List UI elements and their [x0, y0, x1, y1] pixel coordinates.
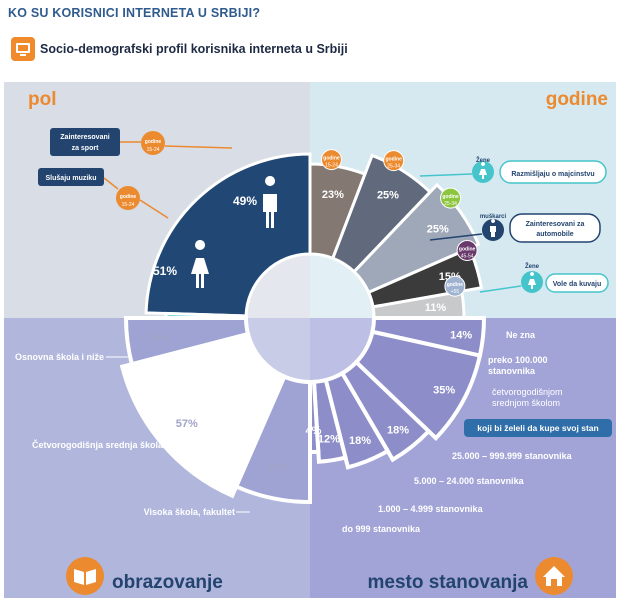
mesto-value-4: 12% [318, 434, 340, 446]
majcinstvo-callout [499, 160, 607, 184]
muziku-badge-range: 15-24 [122, 202, 135, 208]
muziku-badge-word: godine [120, 194, 137, 200]
sport-callout-line1: Zainteresovani [60, 134, 109, 141]
mesto-label-3: 5.000 – 24.000 stanovnika [414, 476, 525, 486]
sport-leader-b [164, 145, 233, 149]
godine-badge-4 [444, 275, 466, 297]
obrazovanje-slice-1 [119, 331, 287, 499]
sport-callout [50, 128, 120, 156]
obrazovanje-value-0: 16% [148, 332, 170, 344]
zene-label-1: Žene [476, 156, 491, 164]
mesto-label-4: 1.000 – 4.999 stanovnika [378, 504, 484, 514]
mesto-label-0: Ne zna [506, 330, 536, 340]
obrazovanje-value-1: 57% [176, 418, 198, 430]
male-figure-icon [263, 176, 277, 228]
sport-callout-line2: za sport [72, 145, 100, 152]
mesto-label-1a: preko 100.000 [488, 355, 548, 365]
person-icon-zene-1 [479, 162, 487, 179]
godine-badge-word-2: godine [442, 194, 459, 200]
pol-title: pol [28, 89, 57, 110]
majcinstvo-leader [419, 173, 473, 177]
majcinstvo-callout-text: Razmišljaju o majcinstvu [511, 171, 594, 178]
female-figure-icon [191, 240, 209, 288]
mesto-value-3: 18% [349, 435, 371, 447]
house-icon-shape [543, 566, 565, 586]
kuvaju-callout-text: Vole da kuvaju [553, 281, 602, 288]
godine-badge-0 [320, 149, 342, 171]
mesto-value-5: 4% [306, 425, 322, 437]
godine-badge-range-0: 15-24 [325, 163, 338, 169]
automobile-callout-line1: Zainteresovani za [526, 221, 585, 228]
godine-badge-word-4: godine [447, 282, 464, 288]
mesto-label-1b: stanovnika [488, 366, 536, 376]
godine-badge-range-1: 25-34 [387, 164, 400, 170]
godine-title: godine [546, 89, 608, 110]
kuvaju-callout [545, 273, 609, 293]
muskarci-label: muškarci [480, 214, 507, 220]
godine-badge-range-4: +55 [451, 289, 460, 295]
sport-badge-word: godine [145, 139, 162, 145]
obrazovanje-value-2: 26% [268, 462, 290, 474]
person-icon-zene-2 [528, 272, 536, 289]
pol-label-male: 49% [233, 194, 257, 208]
book-icon [66, 557, 104, 595]
godine-badge-range-2: 25-34 [444, 201, 457, 207]
obrazovanje-slice-0 [123, 316, 251, 367]
mesto-label-2: 25.000 – 999.999 stanovnika [452, 451, 573, 461]
automobile-leader [429, 233, 483, 241]
muziku-callout-text: Slušaju muziku [46, 175, 97, 182]
godine-value-4: 11% [425, 302, 447, 314]
muziku-leader-b [139, 199, 169, 219]
godine-value-2: 25% [427, 224, 449, 236]
page-subtitle: Socio-demografski profil korisnika inter… [40, 42, 348, 56]
mesto-slice-1 [353, 329, 483, 441]
stan-callout [464, 419, 612, 437]
kuvaju-leader [479, 285, 522, 293]
godine-badge-range-3: 45-54 [461, 253, 474, 259]
obrazovanje-slice-2 [233, 373, 312, 505]
house-icon-door [551, 579, 557, 586]
zene-label-2: Žene [525, 262, 540, 270]
godine-badge-2 [440, 187, 462, 209]
page-title: KO SU KORISNICI INTERNETA U SRBIJI? [8, 6, 261, 20]
mesto-note-b: srednjom školom [492, 398, 560, 408]
godine-badge-word-3: godine [459, 246, 476, 252]
godine-badge-3 [456, 239, 478, 261]
automobile-callout-line2: automobile [536, 231, 573, 238]
mesto-value-0: 14% [450, 330, 472, 342]
mesto-value-1: 35% [433, 385, 455, 397]
mesto-label-5: do 999 stanovnika [342, 524, 421, 534]
monitor-icon [11, 37, 35, 61]
mesto-value-2: 18% [387, 424, 409, 436]
obrazovanje-label-1: Četvorogodišnja srednja škola [32, 439, 164, 450]
godine-badge-word-0: godine [323, 156, 340, 162]
godine-value-0: 23% [322, 189, 344, 201]
mesto-title: mesto stanovanja [368, 572, 529, 593]
mesto-slice-5 [308, 379, 321, 455]
obrazovanje-title: obrazovanje [112, 572, 223, 593]
muziku-callout [38, 168, 104, 186]
center-hole [246, 254, 374, 382]
book-icon-pages [74, 569, 96, 585]
stan-callout-text: koji bi želeli da kupe svoj stan [477, 423, 598, 433]
muziku-leader-a [103, 177, 119, 190]
sport-badge-range: 15-24 [147, 147, 160, 153]
obrazovanje-label-2: Visoka škola, fakultet [144, 507, 235, 517]
pol-label-female: 51% [153, 264, 177, 278]
muziku-badge [116, 186, 140, 210]
person-icon-muskarci [490, 219, 496, 237]
mesto-note-a: četvorogodišnjom [492, 387, 563, 397]
godine-badge-1 [383, 150, 405, 172]
sport-badge [141, 131, 165, 155]
godine-value-1: 25% [377, 190, 399, 202]
obrazovanje-label-0: Osnovna škola i niže [15, 352, 104, 362]
automobile-callout [509, 213, 601, 243]
godine-badge-word-1: godine [385, 157, 402, 163]
